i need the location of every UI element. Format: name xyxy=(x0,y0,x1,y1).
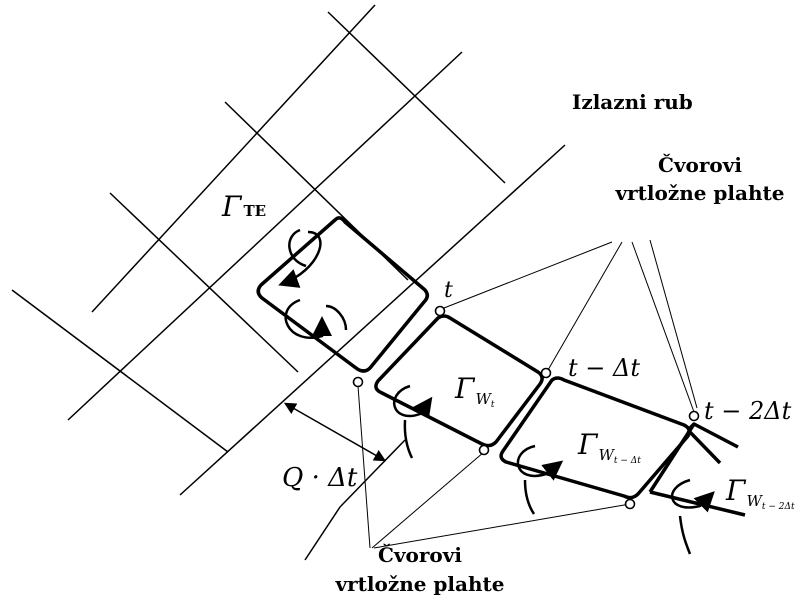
circulation-arrow-w2-tail xyxy=(523,479,536,515)
gamma-w-t-2dt-label: ΓWt − 2Δt xyxy=(725,474,795,512)
circulation-arrow-w1-tail xyxy=(403,419,414,459)
gamma-w-t-label: ΓWt xyxy=(454,372,495,410)
wake-offset-line xyxy=(339,439,406,508)
pointer-bottom-to-node-2 xyxy=(371,451,485,549)
circulation-arrow-te-2 xyxy=(288,228,307,268)
grid-line-row-1 xyxy=(327,11,506,184)
circulation-arrow-w3-tail xyxy=(678,515,692,555)
wake-node-t-minus-2dt xyxy=(688,410,700,422)
circulation-arrows xyxy=(278,228,715,555)
trailing-edge-line xyxy=(179,144,566,496)
wing-panel-grid xyxy=(11,4,566,561)
time-t-2dt-label: t − 2Δt xyxy=(704,397,792,425)
pointer-top-to-t-2dt-b xyxy=(649,239,698,409)
node-pointer-lines xyxy=(357,239,698,549)
nodes-top-label-line-2: vrtložne plahte xyxy=(615,181,785,205)
nodes-bottom-label-line-1: Čvorovi xyxy=(378,542,462,567)
wake-node-t xyxy=(434,305,446,317)
time-t-dt-label: t − Δt xyxy=(568,354,640,382)
circulation-arrow-w1 xyxy=(392,384,433,419)
wake-node-lower-3 xyxy=(624,498,636,510)
circulation-arrow-te-3 xyxy=(284,298,332,339)
circulation-arrow-te-1 xyxy=(278,230,322,288)
pointer-top-to-t-2dt xyxy=(631,241,695,413)
wake-nodes xyxy=(352,305,700,510)
trailing-edge-vortex-ring xyxy=(256,216,429,373)
wake-node-lower-1 xyxy=(352,376,364,388)
circulation-arrow-w2 xyxy=(516,444,564,481)
grid-line-chord-1 xyxy=(91,4,376,313)
gamma-w-t-dt-label: ΓWt − Δt xyxy=(577,428,641,466)
pointer-top-to-t-dt xyxy=(547,241,623,371)
circulation-arrow-w3 xyxy=(670,478,715,513)
wake-offset-line-2 xyxy=(304,506,341,561)
circulation-arrow-te-4 xyxy=(325,304,348,331)
pointer-bottom-to-node-3 xyxy=(373,503,631,549)
vortex-rings xyxy=(256,216,746,517)
q-dt-label: Q · Δt xyxy=(282,463,358,493)
trailing-edge-label: Izlazni rub xyxy=(572,90,693,114)
wake-spacing-arrow xyxy=(283,402,387,462)
nodes-bottom-label-line-2: vrtložne plahte xyxy=(335,572,505,596)
time-t-label: t xyxy=(444,278,453,303)
nodes-top-label-line-1: Čvorovi xyxy=(658,152,742,177)
grid-line-row-3 xyxy=(109,192,299,373)
pointer-bottom-to-node-1 xyxy=(357,385,371,549)
wake-node-t-minus-dt xyxy=(540,367,552,379)
wake-ring-t-minus-2dt xyxy=(648,422,746,517)
wake-ring-t xyxy=(374,314,544,448)
wake-ring-t-minus-dt xyxy=(499,376,692,500)
wake-node-lower-2 xyxy=(478,444,490,456)
grid-line-chord-2 xyxy=(67,51,463,421)
pointer-top-to-t xyxy=(443,241,613,309)
